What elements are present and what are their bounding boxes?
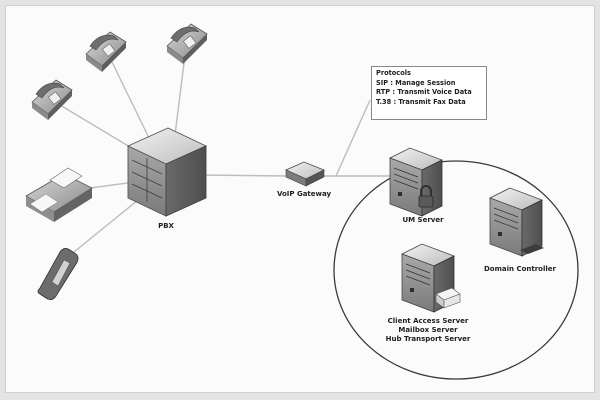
protocol-sip: SIP : Manage Session	[376, 78, 456, 87]
mobile-phone-icon	[37, 248, 79, 300]
server-tower-icon	[489, 187, 544, 257]
protocols-box: Protocols SIP : Manage Session RTP : Tra…	[371, 66, 487, 120]
um-server-label: UM Server	[402, 216, 444, 224]
fax-machine-icon	[25, 167, 93, 222]
desk-phone-icon	[166, 23, 208, 64]
protocol-rtp: RTP : Transmit Voice Data	[376, 88, 472, 96]
desk-phone-icon	[85, 31, 127, 72]
desk-phone-icon	[31, 79, 73, 120]
network-boundary	[333, 160, 579, 380]
hub-transport-server-label: Hub Transport Server	[385, 335, 471, 343]
certificate-icon	[435, 287, 461, 309]
voip-gateway-label: VoIP Gateway	[276, 190, 332, 198]
pbx-label: PBX	[158, 222, 174, 230]
connection-lines	[57, 54, 392, 266]
pbx-cabinet-icon	[126, 127, 208, 217]
voip-gateway-icon	[285, 161, 325, 187]
domain-controller-label: Domain Controller	[484, 265, 556, 273]
client-access-server-label: Client Access Server	[387, 317, 469, 325]
mailbox-server-label: Mailbox Server	[398, 326, 458, 334]
multi-role-server-label: Client Access Server Mailbox Server Hub …	[386, 317, 471, 344]
protocol-t38: T.38 : Transmit Fax Data	[376, 97, 466, 106]
padlock-icon	[418, 185, 434, 208]
server-tower-icon	[389, 147, 443, 217]
protocols-title: Protocols	[376, 69, 411, 77]
